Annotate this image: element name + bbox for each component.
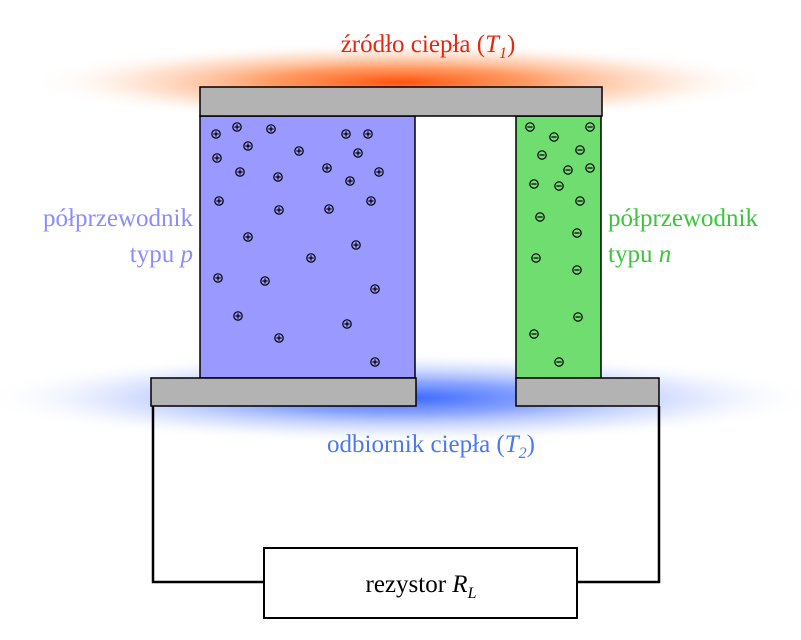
hole-carrier-icon xyxy=(274,205,284,215)
hole-carrier-icon xyxy=(374,167,384,177)
hole-carrier-icon xyxy=(243,232,253,242)
hole-carrier-icon xyxy=(342,319,352,329)
hole-carrier-icon xyxy=(211,129,221,139)
electron-carrier-icon xyxy=(572,228,582,238)
n-type-label-line2: typu n xyxy=(608,241,671,268)
hole-carrier-icon xyxy=(345,176,355,186)
cold-sink-label: odbiornik ciepła (T2) xyxy=(327,431,535,462)
p-type-label-line1: półprzewodnik xyxy=(43,205,193,232)
hole-carrier-icon xyxy=(306,253,316,263)
hole-carrier-icon xyxy=(235,167,245,177)
electron-carrier-icon xyxy=(573,312,583,322)
hole-carrier-icon xyxy=(351,240,361,250)
hole-carrier-icon xyxy=(322,163,332,173)
electron-carrier-icon xyxy=(525,122,535,132)
electron-carrier-icon xyxy=(537,150,547,160)
hole-carrier-icon xyxy=(233,311,243,321)
hole-carrier-icon xyxy=(212,153,222,163)
electron-carrier-icon xyxy=(554,181,564,191)
hole-carriers xyxy=(211,122,384,367)
hole-carrier-icon xyxy=(294,146,304,156)
electron-carriers xyxy=(525,122,595,367)
hole-carrier-icon xyxy=(274,333,284,343)
bottom-right-plate xyxy=(515,377,660,407)
hole-carrier-icon xyxy=(370,357,380,367)
electron-carrier-icon xyxy=(585,122,595,132)
hole-carrier-icon xyxy=(266,124,276,134)
hole-carrier-icon xyxy=(232,122,242,132)
n-type-label-line1: półprzewodnik xyxy=(608,205,758,232)
hole-carrier-icon xyxy=(341,129,351,139)
electron-carrier-icon xyxy=(585,163,595,173)
hole-carrier-icon xyxy=(260,276,270,286)
hot-source-label: źródło ciepła (T1) xyxy=(341,31,516,62)
wire-right xyxy=(577,406,661,584)
electron-carrier-icon xyxy=(554,357,564,367)
electron-carrier-icon xyxy=(535,212,545,222)
wire-left xyxy=(151,406,264,584)
hole-carrier-icon xyxy=(243,141,253,151)
hole-carrier-icon xyxy=(366,196,376,206)
hole-carrier-icon xyxy=(324,204,334,214)
hole-carrier-icon xyxy=(273,172,283,182)
p-type-label-line2: typu p xyxy=(130,241,193,268)
hole-carrier-icon xyxy=(363,129,373,139)
n-type-block xyxy=(515,115,602,379)
electron-carrier-icon xyxy=(563,165,573,175)
electron-carrier-icon xyxy=(529,179,539,189)
bottom-left-plate xyxy=(150,377,417,407)
electron-carrier-icon xyxy=(531,253,541,263)
resistor-box xyxy=(263,547,578,619)
hole-carrier-icon xyxy=(370,284,380,294)
electron-carrier-icon xyxy=(529,329,539,339)
hole-carrier-icon xyxy=(214,196,224,206)
p-type-block xyxy=(199,115,416,379)
electron-carrier-icon xyxy=(572,265,582,275)
top-plate xyxy=(199,86,603,117)
resistor-label: rezystor RL xyxy=(366,571,477,602)
electron-carrier-icon xyxy=(549,132,559,142)
electron-carrier-icon xyxy=(575,196,585,206)
electron-carrier-icon xyxy=(575,145,585,155)
hole-carrier-icon xyxy=(353,148,363,158)
hole-carrier-icon xyxy=(213,273,223,283)
